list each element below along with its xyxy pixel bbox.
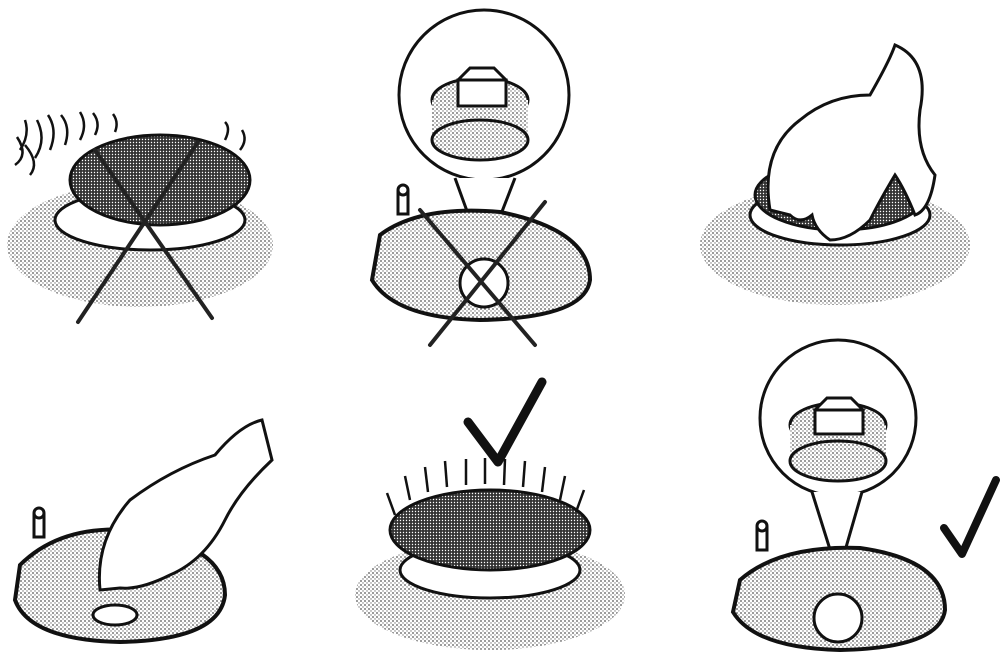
injector-spot [812, 592, 864, 644]
cross-mark [418, 200, 547, 347]
burner-cap [68, 133, 252, 227]
panel-injector-blocked [369, 8, 593, 347]
burner-cap [388, 488, 592, 572]
flames-uneven [14, 111, 246, 176]
panel-clean-injector [12, 418, 274, 645]
flames-even [385, 458, 586, 516]
igniter-icon [32, 506, 46, 539]
hand-icon [97, 418, 274, 592]
panel-flame-uneven [7, 111, 273, 324]
injector-detail-clean [788, 396, 888, 483]
cross-mark [76, 140, 214, 324]
hand-icon [766, 42, 937, 242]
panel-injector-clean [730, 338, 1000, 653]
igniter-icon [396, 183, 410, 216]
injector-detail-dirty [430, 66, 530, 162]
check-mark [463, 377, 547, 467]
panel-burner-cap-seat [700, 42, 970, 305]
check-mark [940, 476, 1000, 558]
injector-spot [91, 603, 139, 627]
panel-flame-correct [355, 377, 625, 650]
igniter-icon [755, 519, 769, 552]
